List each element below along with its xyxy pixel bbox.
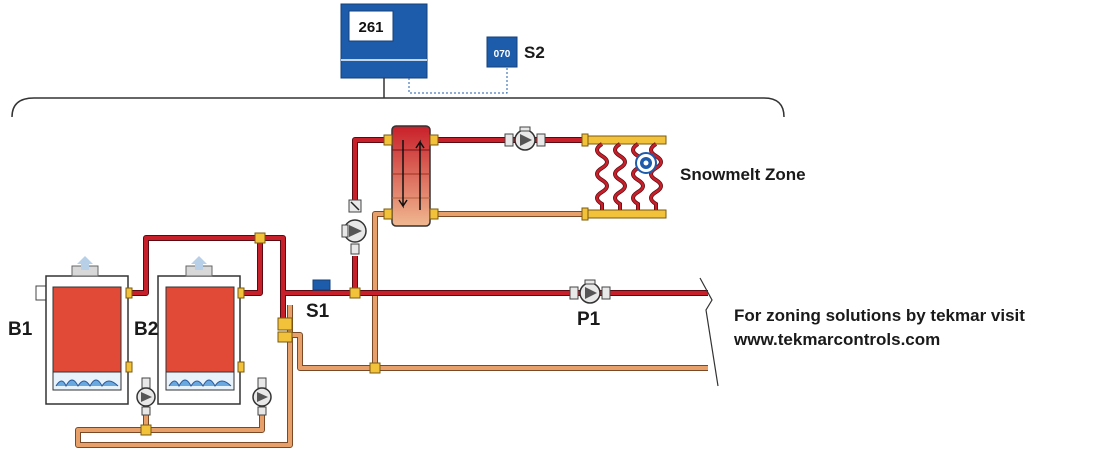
boiler-pump-b2 bbox=[252, 377, 272, 416]
snow-sensor bbox=[635, 152, 657, 174]
boiler-b1 bbox=[35, 256, 129, 405]
snowmelt-zone-label: Snowmelt Zone bbox=[680, 165, 806, 184]
sensor-wire bbox=[408, 67, 508, 94]
tee-fittings bbox=[140, 232, 381, 436]
system-pump-label: P1 bbox=[577, 309, 601, 330]
supply-sensor-label: S1 bbox=[306, 301, 330, 322]
outdoor-sensor-label: S2 bbox=[524, 43, 545, 62]
boiler-b2 bbox=[157, 256, 241, 405]
snowmelt-pump bbox=[504, 126, 546, 151]
heat-exchanger bbox=[383, 125, 439, 227]
system-pump-p1: P1 bbox=[569, 279, 611, 330]
footer-line-1: For zoning solutions by tekmar visit bbox=[734, 306, 1025, 325]
outdoor-sensor: 070 S2 bbox=[486, 36, 545, 68]
mixing-valve bbox=[348, 199, 362, 213]
outdoor-sensor-display: 070 bbox=[494, 49, 511, 60]
supply-sensor: S1 bbox=[306, 279, 331, 322]
control-bracket bbox=[11, 97, 785, 118]
snowmelt-manifold bbox=[581, 133, 667, 221]
control-model-label: 261 bbox=[358, 19, 383, 36]
boiler-b2-label: B2 bbox=[134, 319, 158, 340]
hx-primary-pump bbox=[341, 219, 367, 255]
boiler-b1-label: B1 bbox=[8, 319, 33, 340]
control-unit: 261 bbox=[340, 3, 428, 79]
boiler-pump-b1 bbox=[136, 377, 156, 416]
footer-website: www.tekmarcontrols.com bbox=[734, 330, 941, 349]
pipe-break-mark bbox=[699, 277, 719, 387]
